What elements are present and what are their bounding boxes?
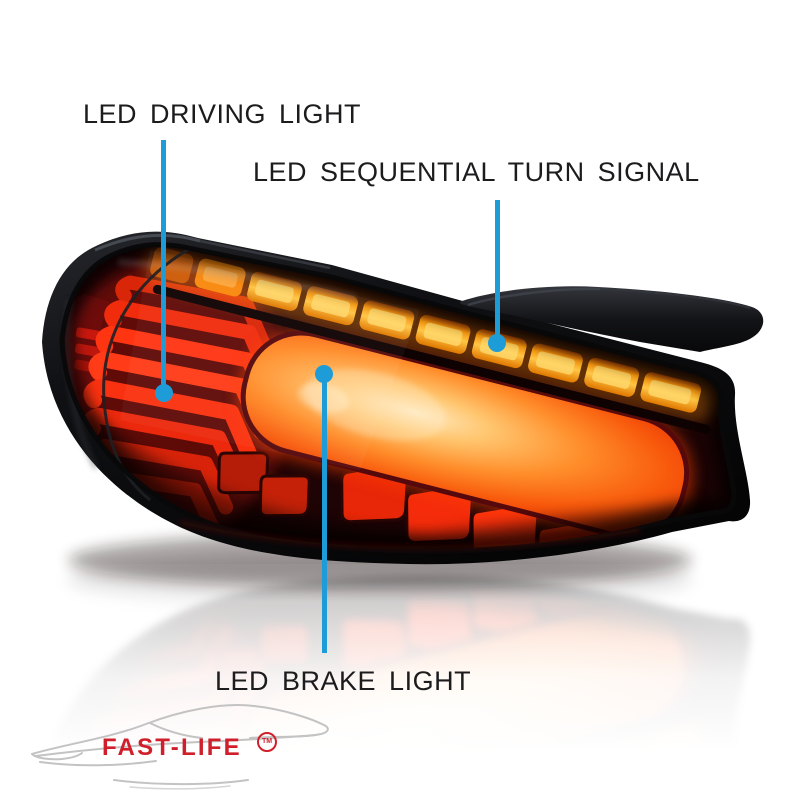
brand-logo: FAST-LIFE TM [18,692,338,792]
callout-line-brake-light [322,374,327,653]
label-driving-light: LED DRIVING LIGHT [83,99,362,129]
callout-line-turn-signal [495,200,500,343]
brake-light-lens [236,329,694,545]
housing [42,231,751,565]
tail-light-photo [42,231,764,588]
label-turn-signal: LED SEQUENTIAL TURN SIGNAL [253,157,700,187]
callout-line-driving-light [161,140,166,393]
trademark-badge: TM [257,732,277,752]
callout-dot-turn-signal [488,334,506,352]
side-reflector [62,294,112,478]
callout-dot-driving-light [155,384,173,402]
brand-name: FAST-LIFE [102,734,242,761]
sequential-turn-signal-strip [143,244,720,434]
callout-dot-brake-light [315,365,333,383]
